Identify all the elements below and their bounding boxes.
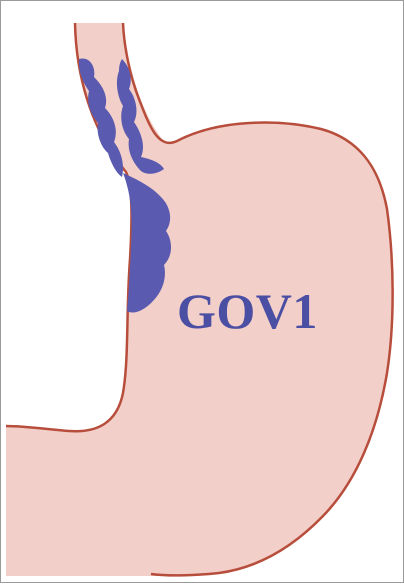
gov1-label: GOV1 (177, 283, 318, 339)
